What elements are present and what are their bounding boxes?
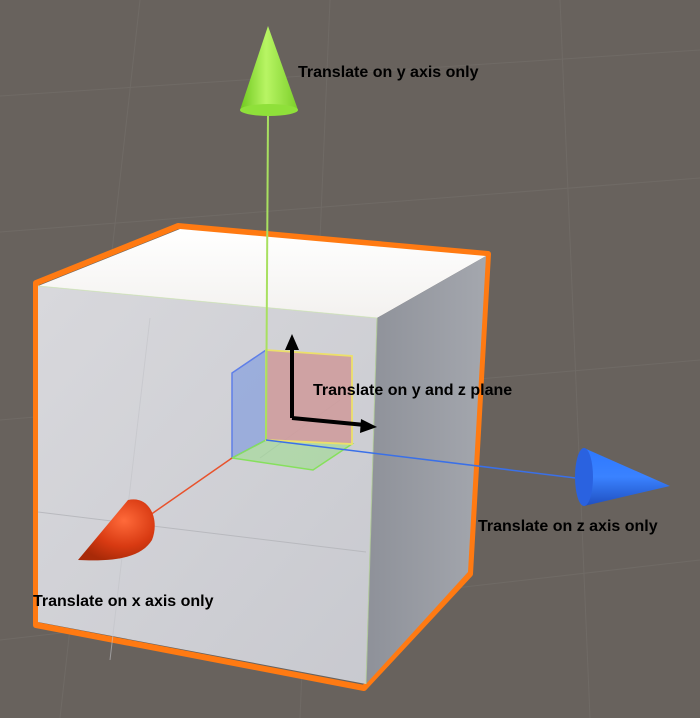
cube-inner-grid-line: [109, 317, 151, 661]
yz-plane-handle[interactable]: [265, 349, 353, 445]
x-axis-cone-icon[interactable]: [78, 499, 155, 561]
y-axis-line[interactable]: [265, 113, 269, 441]
cube-right-face: [366, 256, 486, 684]
cube-edge-highlight: [365, 317, 378, 685]
y-axis-cone-icon[interactable]: [240, 26, 298, 116]
cube-inner-grid-line: [37, 511, 367, 553]
x-axis-line[interactable]: [139, 457, 233, 523]
cube-front-face: [38, 286, 377, 684]
z-axis-line[interactable]: [265, 439, 593, 481]
translate-gizmo[interactable]: [78, 26, 670, 561]
cube-edge-highlight: [37, 285, 378, 319]
plane-indicator-arrows-icon: [285, 334, 377, 433]
z-axis-cone-icon[interactable]: [575, 448, 670, 506]
selection-outline: [33, 223, 491, 691]
cube-top-face: [38, 229, 486, 318]
